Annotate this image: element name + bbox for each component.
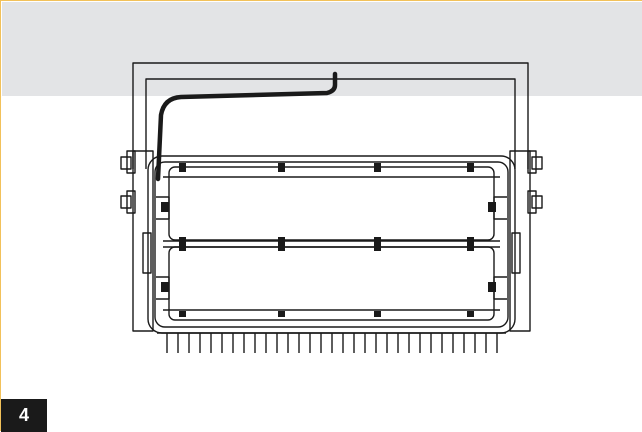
right-knob-bottom	[531, 195, 543, 209]
left-knob-bottom	[120, 195, 132, 209]
lower-led-panel	[168, 246, 495, 321]
mounting-bracket-inner	[145, 78, 516, 169]
top-gray-band	[2, 2, 642, 96]
power-cable	[155, 71, 338, 182]
bracket-left-plate	[132, 150, 154, 332]
upper-led-panel	[168, 166, 495, 241]
right-knob-top	[531, 156, 543, 170]
mounting-bracket	[132, 62, 529, 169]
left-knob-top	[120, 156, 132, 170]
lamp-housing	[147, 155, 516, 334]
lamp-housing-inner	[154, 161, 509, 328]
bracket-right-plate	[509, 150, 531, 332]
panel-clips	[161, 163, 496, 317]
step-number-badge: 4	[1, 399, 47, 432]
